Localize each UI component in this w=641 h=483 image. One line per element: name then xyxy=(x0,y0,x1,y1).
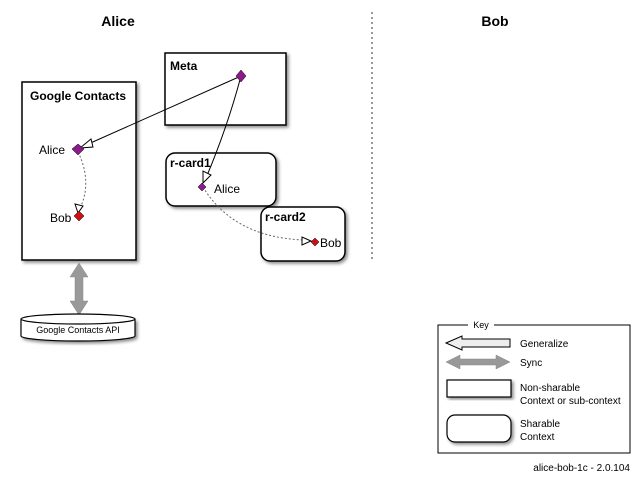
meta-to-google-alice-link xyxy=(85,75,242,146)
generalize-arrowhead xyxy=(202,170,212,185)
google-contacts-box xyxy=(21,81,137,261)
google-alice-diamond xyxy=(71,143,85,156)
rcard1-alice-diamond xyxy=(197,182,207,192)
rcard1-title: r-card1 xyxy=(170,156,211,170)
meta-box xyxy=(164,52,287,126)
key-title: Key xyxy=(473,320,489,330)
sync-arrow xyxy=(69,262,89,316)
column-heading-bob: Bob xyxy=(481,13,508,29)
key-nonsharable-label-1: Non-sharable xyxy=(520,383,580,394)
google-bob-diamond xyxy=(73,210,85,222)
google-contacts-bob-label: Bob xyxy=(50,211,72,225)
meta-node-diamond xyxy=(235,69,247,83)
rcard2-bob-label: Bob xyxy=(320,236,342,250)
rcard1-box xyxy=(165,152,277,207)
key-sharable-swatch xyxy=(446,414,512,443)
meta-title: Meta xyxy=(170,59,198,73)
rcard1-alice-label: Alice xyxy=(214,182,240,196)
google-alice-to-bob-link xyxy=(77,151,87,209)
version-footer: alice-bob-1c - 2.0.104 xyxy=(533,463,630,474)
rcard2-title: r-card2 xyxy=(265,210,306,224)
column-heading-alice: Alice xyxy=(101,13,135,29)
generalize-arrowhead xyxy=(301,236,313,246)
google-contacts-alice-label: Alice xyxy=(39,143,65,157)
api-label: Google Contacts API xyxy=(36,325,120,335)
rcard1-to-rcard2-link xyxy=(202,186,305,241)
key-nonsharable-label-2: Context or sub-context xyxy=(520,396,621,407)
key-sync-arrow xyxy=(445,354,511,370)
generalize-arrowhead xyxy=(74,203,84,215)
meta-to-rcard1-link xyxy=(205,75,242,179)
rcard2-box xyxy=(260,206,346,262)
key-sync-label: Sync xyxy=(520,358,542,369)
key-title-backing xyxy=(468,319,494,331)
key-sharable-label-1: Sharable xyxy=(520,419,560,430)
google-contacts-title: Google Contacts xyxy=(30,89,126,103)
key-nonsharable-swatch xyxy=(446,379,512,398)
api-cylinder xyxy=(20,319,136,342)
key-sharable-label-2: Context xyxy=(520,432,555,443)
key-generalize-label: Generalize xyxy=(520,339,569,350)
rcard2-bob-diamond xyxy=(310,237,320,247)
key-generalize-arrow xyxy=(444,335,511,351)
generalize-arrowhead xyxy=(78,138,94,149)
api-cylinder-top xyxy=(20,313,136,325)
